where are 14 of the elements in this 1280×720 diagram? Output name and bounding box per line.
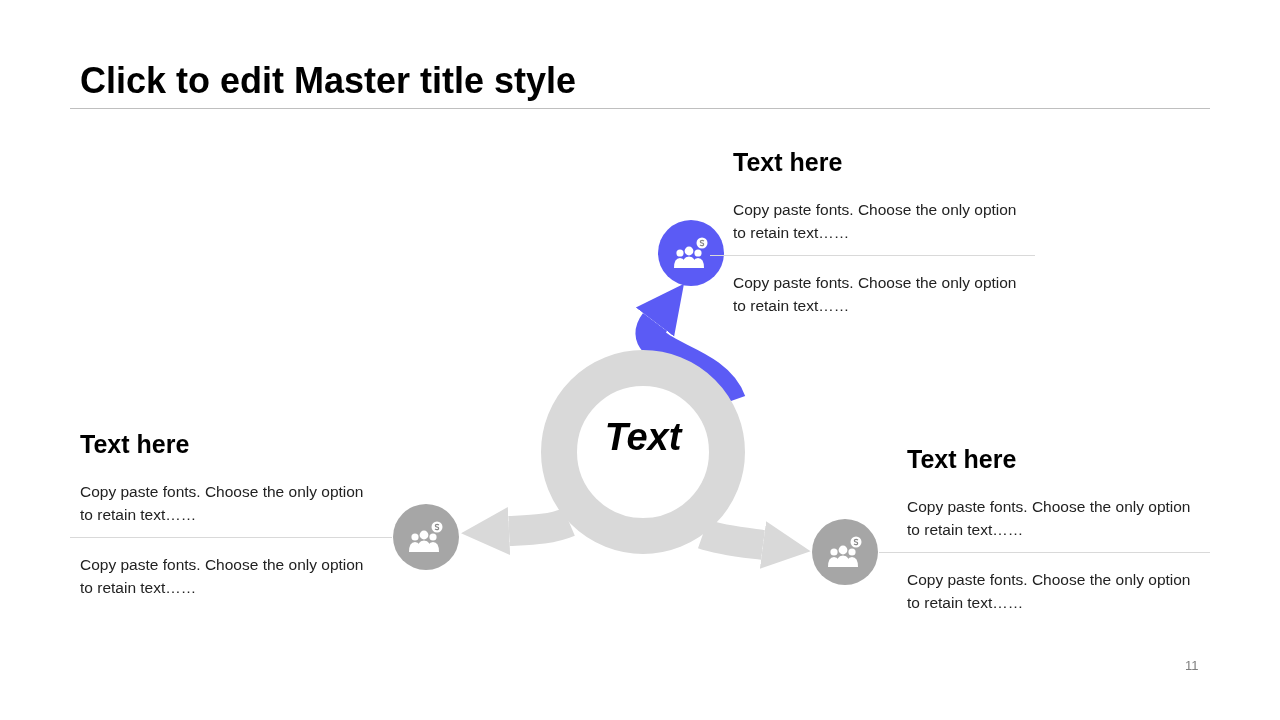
heading: Text here — [733, 148, 843, 177]
heading: Text here — [80, 430, 190, 459]
body-text: Copy paste fonts. Choose the only option to retain text…… — [907, 570, 1192, 613]
body-text: Copy paste fonts. Choose the only option to retain text…… — [733, 273, 1018, 316]
body-text: Copy paste fonts. Choose the only option to retain text…… — [80, 482, 365, 525]
heading: Text here — [907, 445, 1017, 474]
body-text: Copy paste fonts. Choose the only option to retain text…… — [907, 497, 1192, 540]
center-label: Text — [604, 415, 682, 459]
body-text: Copy paste fonts. Choose the only option to retain text…… — [80, 555, 365, 598]
slide-title: Click to edit Master title style — [80, 60, 577, 102]
curved-arrow — [698, 519, 811, 569]
body-text: Copy paste fonts. Choose the only option to retain text…… — [733, 200, 1018, 243]
curved-arrow — [461, 507, 575, 555]
page-number: 11 — [1185, 658, 1199, 673]
